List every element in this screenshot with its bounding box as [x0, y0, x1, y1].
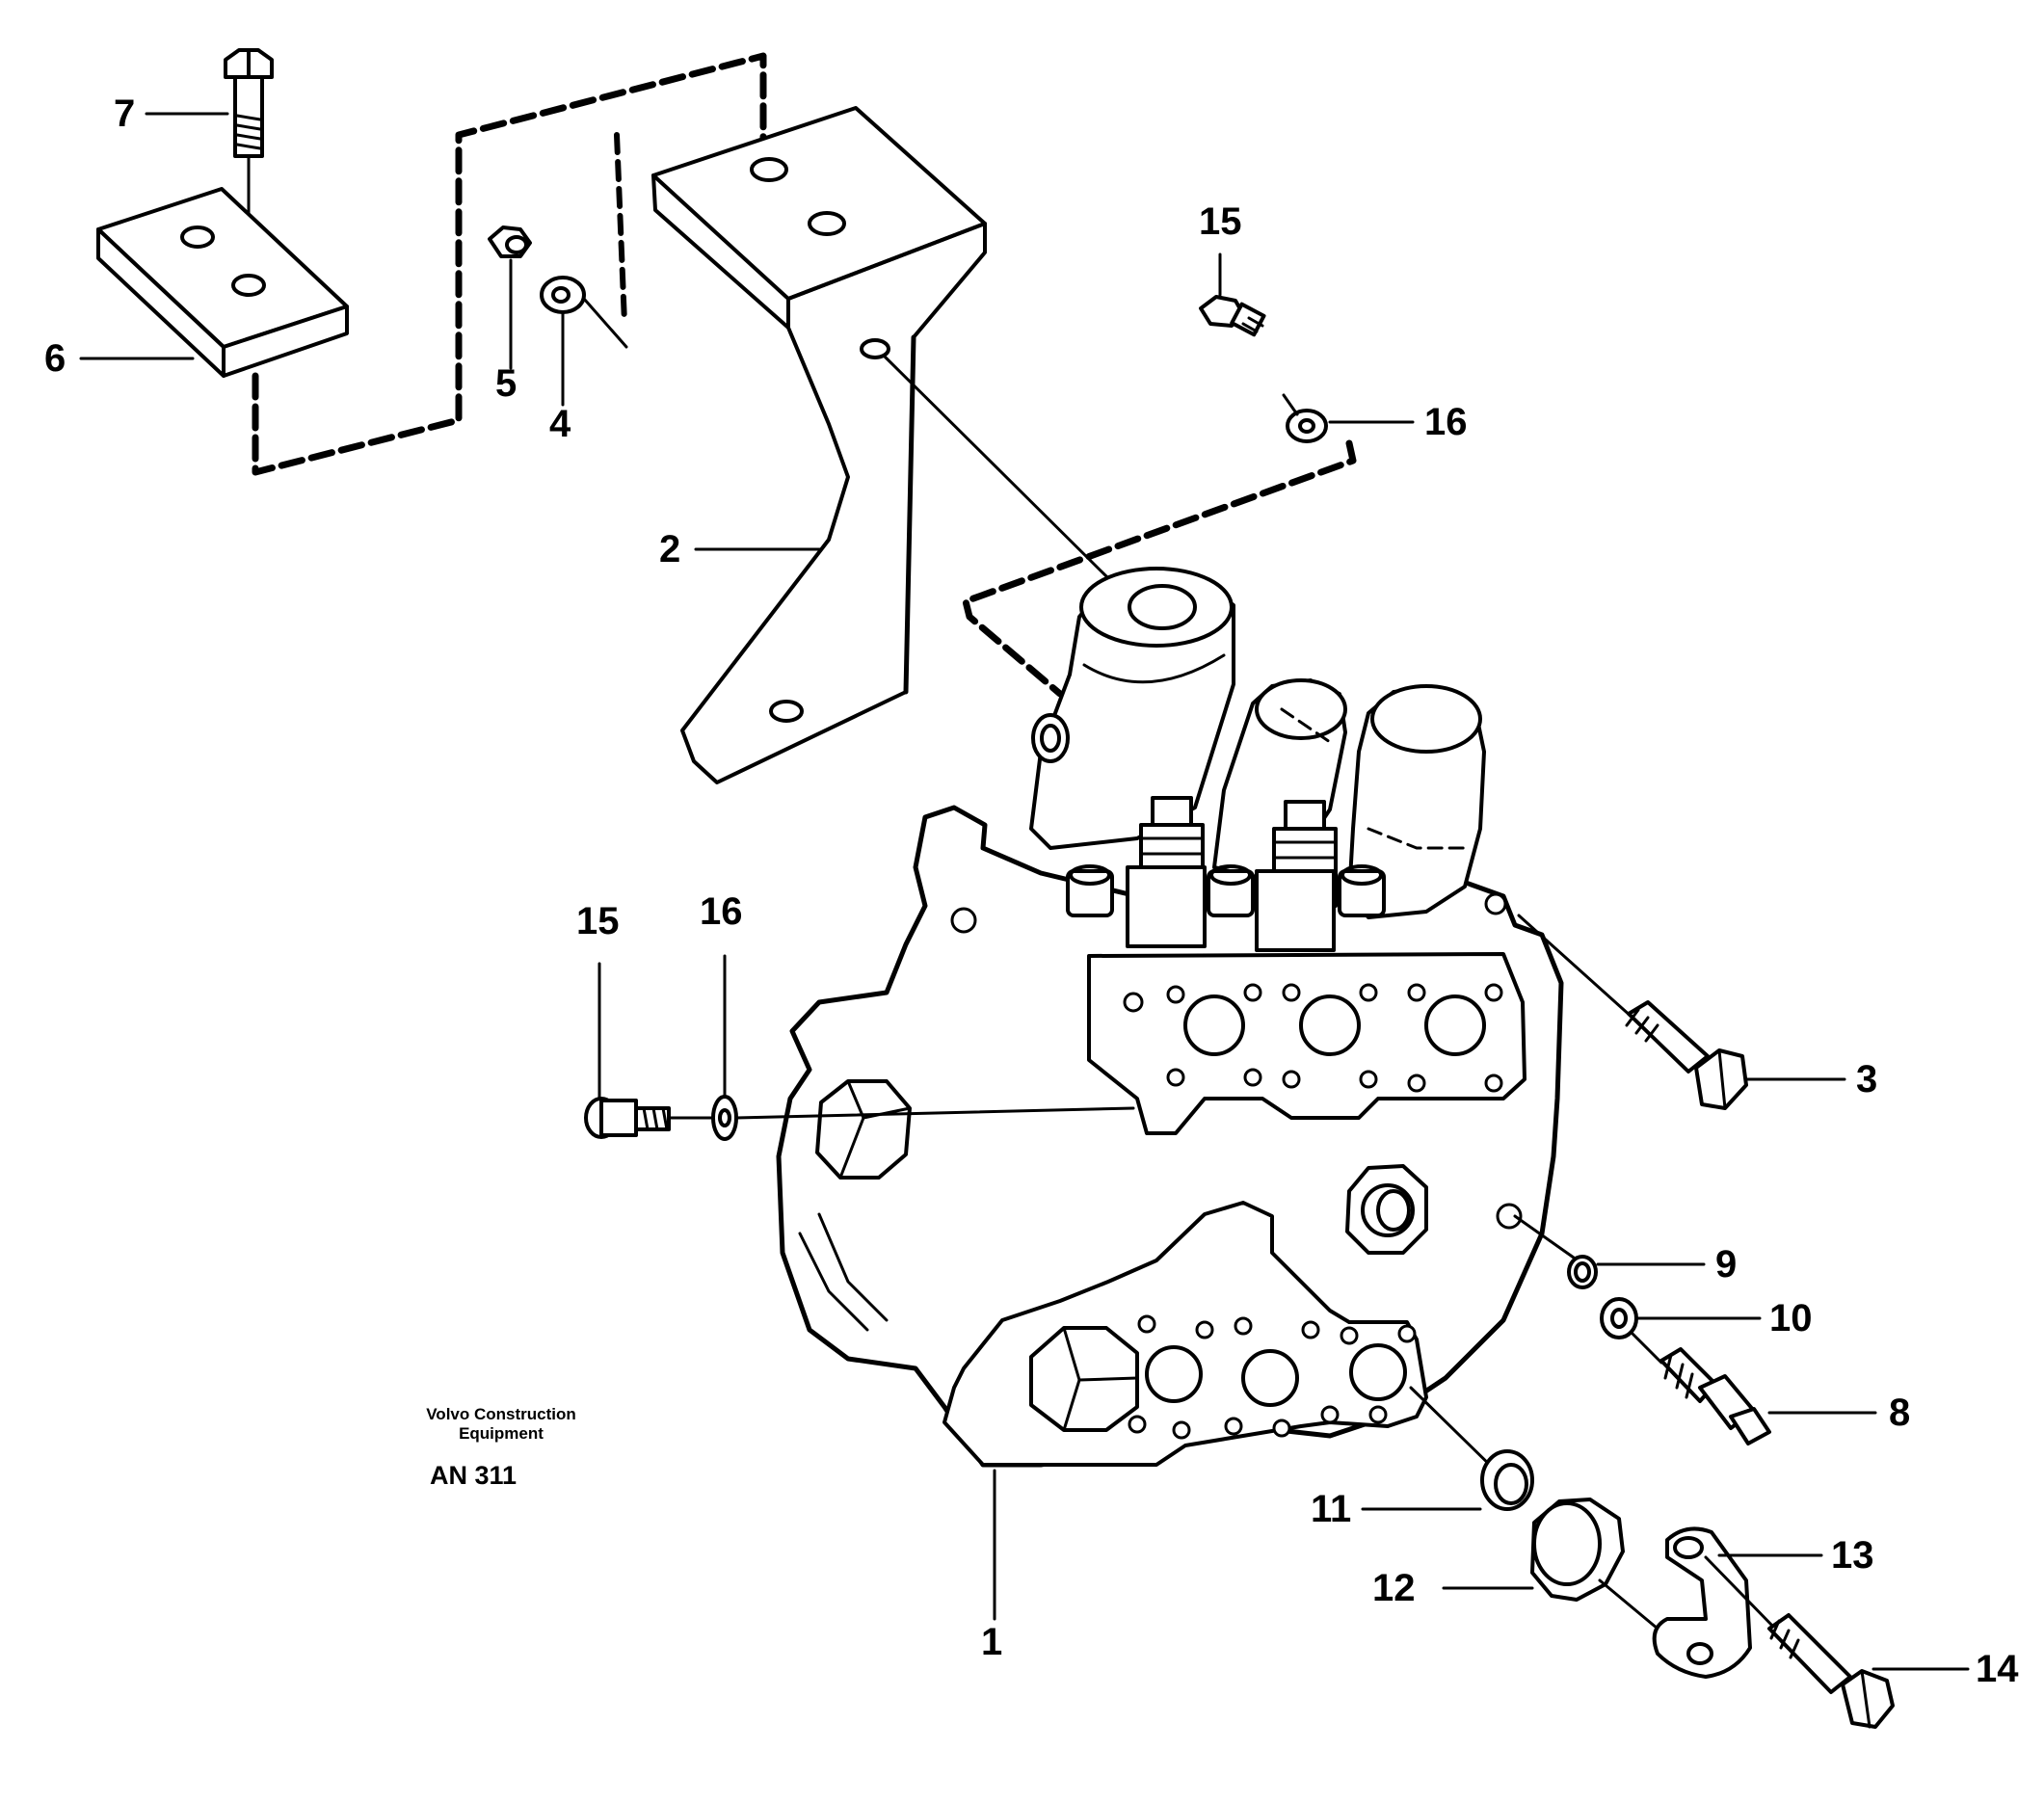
- seal-ring-9: [1567, 1255, 1598, 1289]
- plate-6: [96, 187, 349, 378]
- assembly-dashed-line-a: [252, 52, 767, 476]
- credit-line-1: Volvo Construction: [426, 1405, 576, 1423]
- callout-16-side: 16: [700, 890, 743, 933]
- bolt-7: [224, 48, 274, 222]
- callout-6: 6: [44, 337, 66, 380]
- bolt-15-side: [584, 1097, 715, 1139]
- callout-5: 5: [495, 362, 518, 405]
- leader-lines: [79, 112, 1970, 1671]
- callout-15-top: 15: [1199, 200, 1242, 243]
- callout-12: 12: [1372, 1567, 1416, 1609]
- callout-4: 4: [549, 403, 571, 445]
- o-ring-11: [1480, 1449, 1534, 1511]
- hex-plug-left: [815, 1079, 912, 1180]
- delivery-valve-right: [1255, 800, 1338, 952]
- bolt-3: [1517, 914, 1748, 1110]
- washer-16-top: [1282, 393, 1328, 443]
- callout-2: 2: [659, 528, 681, 570]
- callout-8: 8: [1889, 1392, 1911, 1434]
- nut-5: [488, 225, 532, 370]
- hex-nut-middle: [1345, 1164, 1428, 1255]
- hex-plug-lower: [1029, 1326, 1139, 1432]
- callout-10: 10: [1769, 1297, 1813, 1339]
- bracket-2: [651, 106, 1110, 784]
- manufacturer-credit: Volvo Construction Equipment: [405, 1405, 597, 1443]
- callout-7: 7: [114, 93, 136, 135]
- drawing-code: AN 311: [430, 1461, 518, 1490]
- pump-body-1: [776, 567, 1564, 1468]
- callout-13: 13: [1831, 1534, 1874, 1577]
- callout-14: 14: [1976, 1648, 2019, 1690]
- assembly-dashed-line-b: [614, 132, 627, 326]
- callout-16-top: 16: [1424, 401, 1468, 443]
- callout-15-side: 15: [576, 900, 620, 942]
- assembly-dashed-line-c: [962, 439, 1357, 698]
- delivery-valve-left: [1126, 796, 1207, 948]
- washer-10: [1600, 1297, 1663, 1365]
- fitting-8: [1659, 1347, 1771, 1445]
- clamp-13: [1652, 1526, 1752, 1679]
- bolt-14: [1704, 1555, 1895, 1729]
- credit-line-2: Equipment: [459, 1423, 544, 1443]
- washer-16-side: [711, 1095, 1135, 1141]
- bolt-15-top: [1199, 295, 1266, 337]
- washer-4: [540, 276, 628, 407]
- callout-1: 1: [981, 1621, 1003, 1663]
- callout-9: 9: [1715, 1243, 1738, 1286]
- callout-3: 3: [1856, 1058, 1878, 1100]
- callout-11: 11: [1311, 1488, 1352, 1530]
- cap-12: [1530, 1498, 1659, 1631]
